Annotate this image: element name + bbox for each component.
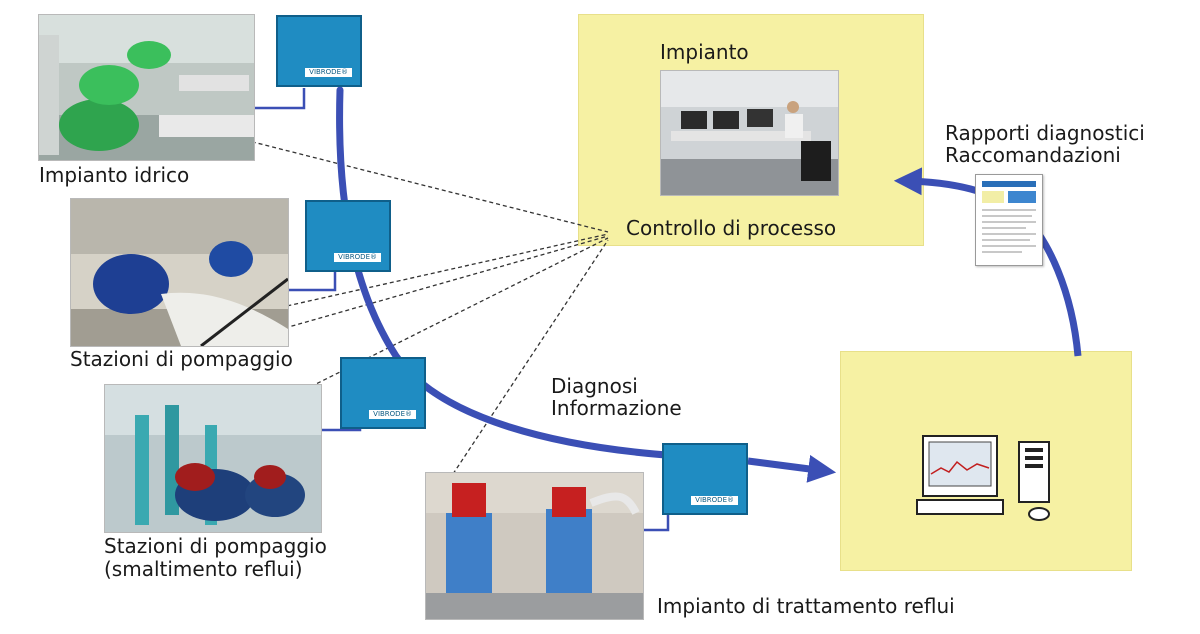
dashed-link-pumping-mid [277,235,609,331]
treatment-plant-label: Impianto di trattamento reflui [657,594,955,618]
wire-water [254,88,306,110]
diagnosis-label-line1: Diagnosi [551,374,638,398]
water-plant-photo [38,14,255,161]
reports-label-line1: Rapporti diagnostici [945,121,1145,145]
treatment-plant-photo [425,472,644,620]
control-plant-label: Impianto [660,40,749,64]
wire-treatment [642,515,670,532]
process-control-label: Controllo di processo [626,216,837,240]
dashed-link-water [244,139,609,233]
device-brand-label: VIBRODE® [369,410,416,419]
dashed-link-pumping [259,233,609,313]
device-brand-label: VIBRODE® [305,68,352,77]
pumping-station-photo [70,198,289,347]
dashed-links [244,139,609,475]
reports-label-line2: Raccomandazioni [945,143,1121,167]
vibrodetect-device-pumping: VIBRODE® [305,200,391,272]
arrow-to-station [747,454,837,483]
control-room-photo [660,70,839,196]
computer-icon [916,435,1050,521]
device-brand-label: VIBRODE® [334,253,381,262]
waste-pumping-photo [104,384,322,533]
wire-pumping [287,270,337,292]
diagnosis-label-line2: Informazione [551,396,682,420]
vibrodetect-device-waste: VIBRODE® [340,357,426,429]
vibrodetect-device-treatment: VIBRODE® [662,443,748,515]
waste-pumping-label-line1: Stazioni di pompaggio [104,534,327,558]
vibrodetect-device-water: VIBRODE® [276,15,362,87]
pumping-stations-label: Stazioni di pompaggio [70,347,293,371]
document-icon [975,174,1043,266]
waste-pumping-label-line2: (smaltimento reflui) [104,557,303,581]
device-brand-label: VIBRODE® [691,496,738,505]
dashed-link-treatment [452,239,609,475]
water-plant-label: Impianto idrico [39,163,190,187]
